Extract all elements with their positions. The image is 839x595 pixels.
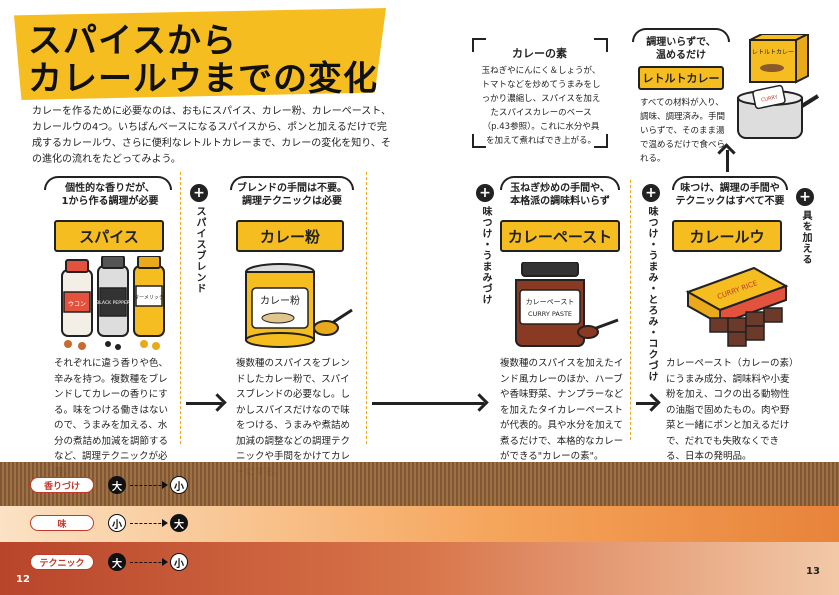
arrow-up-icon bbox=[726, 150, 729, 172]
stage-description: カレーペースト（カレーの素）にうまみ成分、調味料や小麦粉を加え、コクの出る動物性… bbox=[666, 358, 794, 462]
pouch-label: CURRY bbox=[761, 94, 780, 104]
scale-left-taste: 小 bbox=[108, 514, 126, 532]
stage-description: 複数種のスパイスを加えたインド風カレーのほか、ハーブや香味野菜、ナンプラーなどを… bbox=[500, 358, 624, 462]
scale-band-technique bbox=[0, 542, 839, 595]
retort-description: すべての材料が入り、調味、調理済み。手間いらずで、そのまま湯で温めるだけで食べら… bbox=[640, 98, 726, 164]
scale-band-aroma bbox=[0, 462, 839, 506]
curry-base-text: 玉ねぎやにんにく＆しょうが、トマトなどを炒めてうまみをしっかり濃縮し、スパイスを… bbox=[481, 66, 601, 146]
title-line-1: スパイスから bbox=[28, 21, 237, 61]
box-corner-bl bbox=[472, 134, 486, 148]
plus-icon: + bbox=[642, 184, 660, 202]
scale-name-taste: 味 bbox=[30, 515, 94, 531]
page-number-right: 13 bbox=[806, 566, 820, 577]
page-title: スパイスから カレールウまでの変化 bbox=[28, 22, 378, 98]
plus-note: 味つけ・うまみ・とろみ・コクづけ bbox=[646, 206, 657, 382]
plus-icon: + bbox=[796, 188, 814, 206]
stage-caption: ブレンドの手間は不要。 調理テクニックは必要 bbox=[237, 183, 347, 207]
divider-2 bbox=[366, 172, 367, 444]
scale-right-technique: 小 bbox=[170, 553, 188, 571]
curry-paste-jar-illustration: カレーペースト CURRY PASTE bbox=[515, 262, 619, 347]
arrow-right-icon bbox=[636, 402, 656, 405]
spice-jars-illustration: ウコン BLACK PEPPER ターメリック bbox=[61, 256, 165, 350]
arrow-right-icon bbox=[186, 402, 222, 405]
scale-name-technique: テクニック bbox=[30, 554, 94, 570]
divider-1 bbox=[180, 172, 181, 444]
box-corner-tl bbox=[472, 38, 486, 52]
curry-roux-box-illustration: CURRY RICE bbox=[685, 266, 789, 347]
pack-label: レトルトカレー bbox=[752, 49, 794, 56]
box-corner-tr bbox=[594, 38, 608, 52]
dashed-arrow-icon bbox=[130, 558, 168, 566]
scale-left-technique: 大 bbox=[108, 553, 126, 571]
retort-label: レトルトカレー bbox=[638, 66, 724, 90]
scale-band-taste bbox=[0, 506, 839, 542]
box-corner-br bbox=[594, 134, 608, 148]
jar-label-2: BLACK PEPPER bbox=[96, 300, 131, 306]
dashed-arrow-icon bbox=[130, 481, 168, 489]
plus-icon: + bbox=[476, 184, 494, 202]
title-highlight bbox=[14, 8, 386, 100]
jar-label-1: カレーペースト bbox=[526, 298, 575, 306]
stage-caption: 玉ねぎ炒めの手間や、 本格派の調味料いらず bbox=[510, 183, 610, 207]
plus-note: 味つけ・うまみづけ bbox=[480, 206, 491, 305]
stage-caption: 個性的な香りだが、 1から作る調理が必要 bbox=[61, 183, 159, 207]
stage-label-paste: カレーペースト bbox=[500, 220, 620, 252]
plus-icon: + bbox=[190, 184, 208, 202]
scale-right-aroma: 小 bbox=[170, 476, 188, 494]
divider-3 bbox=[630, 180, 631, 440]
stage-label-spice: スパイス bbox=[54, 220, 164, 252]
intro-text: カレーを作るために必要なのは、おもにスパイス、カレー粉、カレーペースト、カレール… bbox=[32, 106, 391, 165]
plus-note: 具を加える bbox=[800, 210, 811, 265]
arrow-right-icon bbox=[372, 402, 484, 405]
curry-base-title: カレーの素 bbox=[506, 45, 573, 61]
scale-left-aroma: 大 bbox=[108, 476, 126, 494]
stage-label-roux: カレールウ bbox=[672, 220, 782, 252]
title-line-2: カレールウまでの変化 bbox=[28, 59, 378, 99]
page-number-left: 12 bbox=[16, 574, 30, 585]
can-label: カレー粉 bbox=[260, 294, 300, 307]
retort-caption: 調理いらずで、 温めるだけ bbox=[646, 37, 716, 61]
retort-pot-illustration: レトルトカレー CURRY bbox=[737, 34, 820, 139]
scale-right-taste: 大 bbox=[170, 514, 188, 532]
scale-name-aroma: 香りづけ bbox=[30, 477, 94, 493]
stage-caption: 味つけ、調理の手間や テクニックはすべて不要 bbox=[675, 183, 785, 207]
jar-label-1: ウコン bbox=[68, 300, 86, 308]
plus-note: スパイスブレンド bbox=[194, 206, 205, 294]
jar-label-3: ターメリック bbox=[134, 294, 164, 301]
jar-label-2: CURRY PASTE bbox=[528, 310, 572, 318]
stage-label-powder: カレー粉 bbox=[236, 220, 344, 252]
curry-powder-can-illustration: カレー粉 bbox=[245, 263, 353, 348]
dashed-arrow-icon bbox=[130, 519, 168, 527]
